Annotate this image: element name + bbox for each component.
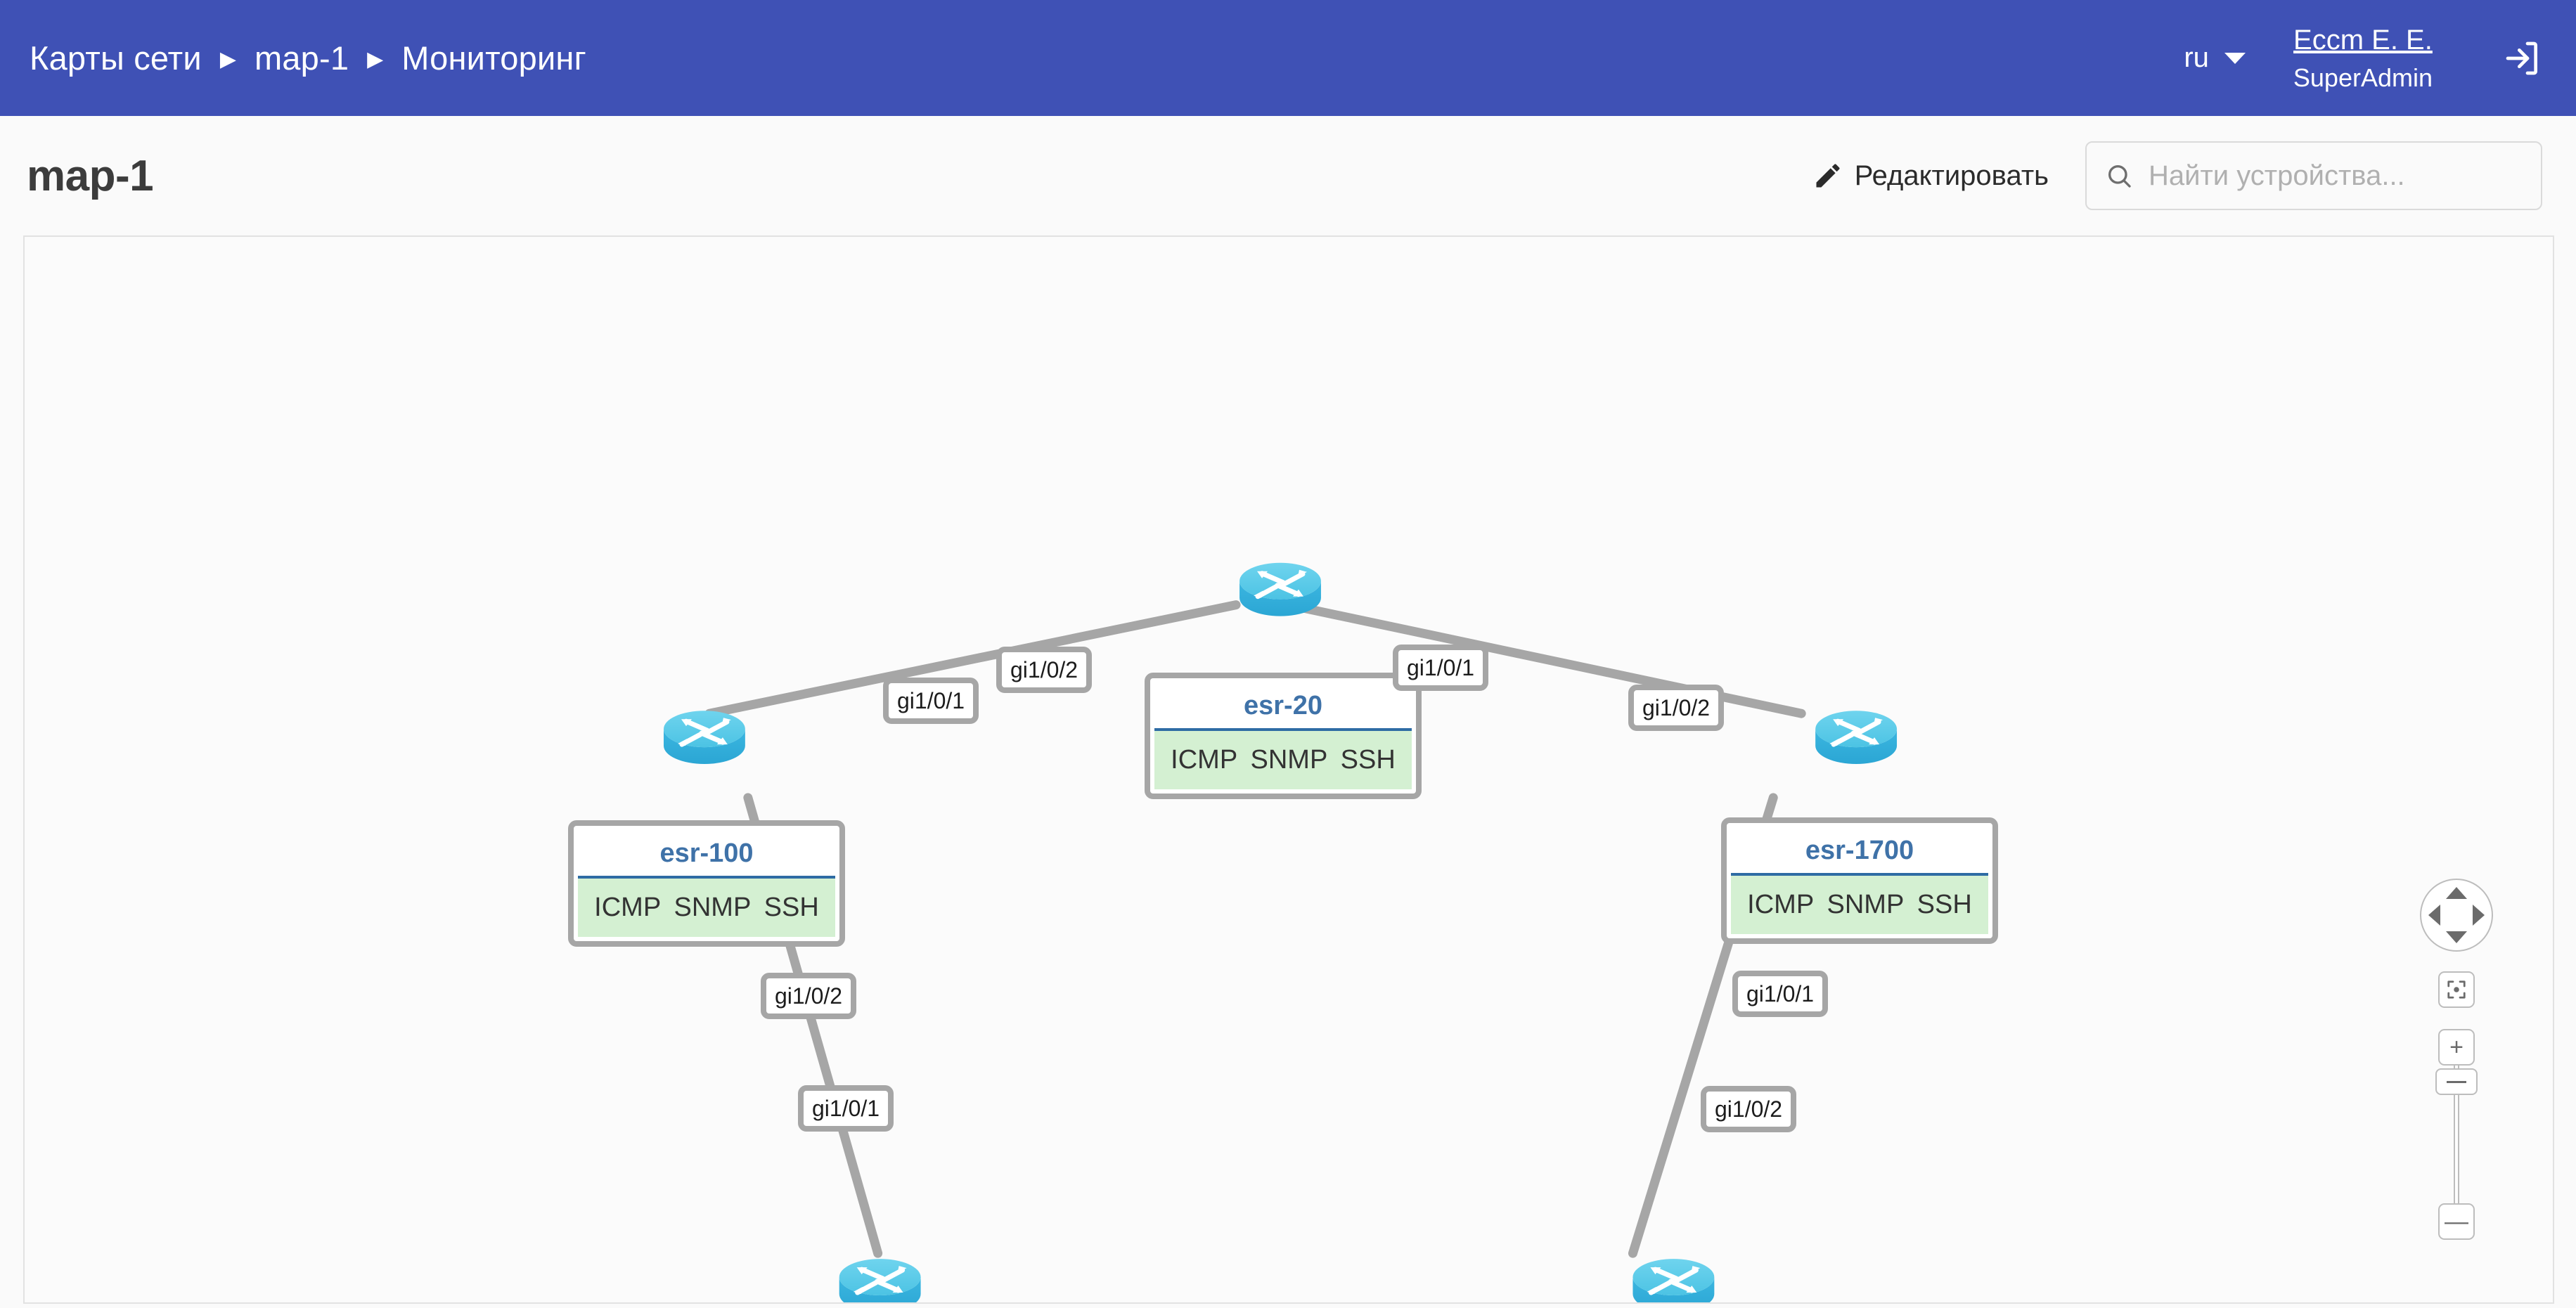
user-menu[interactable]: Eccm E. E. SuperAdmin (2293, 22, 2433, 93)
zoom-out-button[interactable]: — (2438, 1203, 2475, 1240)
pan-right-arrow-icon[interactable] (2473, 905, 2485, 926)
node-services: ICMP SNMP SSH (1731, 876, 1988, 934)
toolbar-actions: Редактировать (1808, 141, 2542, 210)
node-name: esr-20 (1154, 682, 1412, 731)
edit-button[interactable]: Редактировать (1808, 153, 2053, 199)
service-ssh: SSH (764, 893, 819, 922)
breadcrumb-item-map-1[interactable]: map-1 (254, 39, 349, 77)
search-box[interactable] (2085, 141, 2542, 210)
zoom-slider-handle[interactable] (2435, 1068, 2478, 1095)
pencil-icon (1816, 164, 1840, 188)
pan-left-arrow-icon[interactable] (2428, 905, 2440, 926)
zoom-slider-group: + — (2435, 1029, 2478, 1240)
fit-to-screen-button[interactable] (2438, 971, 2475, 1008)
fit-to-screen-icon (2447, 980, 2466, 999)
link-esr100-esr20 (704, 600, 1241, 718)
chevron-right-icon: ▶ (367, 47, 384, 71)
link-label-interface[interactable]: gi1/0/1 (798, 1085, 894, 1132)
link-label-interface[interactable]: gi1/0/1 (883, 678, 979, 724)
service-snmp: SNMP (1250, 745, 1328, 775)
link-label-interface[interactable]: gi1/0/2 (1701, 1086, 1797, 1132)
node-card-esr-1700[interactable]: esr-1700 ICMP SNMP SSH (1721, 817, 1998, 944)
node-card-esr-20[interactable]: esr-20 ICMP SNMP SSH (1145, 673, 1422, 799)
node-services: ICMP SNMP SSH (578, 879, 835, 937)
node-services: ICMP SNMP SSH (1154, 731, 1412, 789)
service-ssh: SSH (1917, 890, 1972, 919)
node-name: esr-1700 (1731, 827, 1988, 876)
pan-control[interactable] (2420, 879, 2493, 952)
service-snmp: SNMP (1827, 890, 1905, 919)
service-icmp: ICMP (1747, 890, 1815, 919)
link-label-interface[interactable]: gi1/0/1 (1732, 971, 1829, 1017)
breadcrumb: Карты сети ▶ map-1 ▶ Мониторинг (27, 39, 589, 77)
link-label-interface[interactable]: gi1/0/1 (1393, 645, 1489, 691)
service-icmp: ICMP (594, 893, 662, 922)
app-header: Карты сети ▶ map-1 ▶ Мониторинг ru Eccm … (0, 0, 2576, 116)
page-toolbar: map-1 Редактировать (0, 116, 2576, 235)
router-icon[interactable] (664, 711, 745, 764)
header-right-group: ru Eccm E. E. SuperAdmin (2184, 22, 2542, 93)
node-name: esr-100 (578, 830, 835, 879)
user-role: SuperAdmin (2293, 63, 2433, 92)
page-title: map-1 (27, 151, 154, 200)
chevron-down-icon (2224, 52, 2246, 64)
pan-up-arrow-icon[interactable] (2446, 887, 2467, 899)
logout-button[interactable] (2503, 39, 2542, 78)
link-label-interface[interactable]: gi1/0/2 (761, 973, 857, 1019)
link-label-interface[interactable]: gi1/0/2 (1628, 685, 1725, 731)
router-icon[interactable] (1815, 711, 1897, 764)
edit-button-label: Редактировать (1854, 160, 2049, 191)
breadcrumb-item-monitoring[interactable]: Мониторинг (401, 39, 586, 77)
language-value: ru (2184, 42, 2209, 73)
user-name[interactable]: Eccm E. E. (2293, 25, 2433, 56)
zoom-in-button[interactable]: + (2438, 1029, 2475, 1066)
service-snmp: SNMP (674, 893, 752, 922)
language-selector[interactable]: ru (2184, 42, 2246, 74)
pan-down-arrow-icon[interactable] (2446, 931, 2467, 943)
service-ssh: SSH (1340, 745, 1396, 775)
link-label-interface[interactable]: gi1/0/2 (996, 647, 1093, 693)
map-controls: + — (2414, 879, 2499, 1240)
node-card-esr-100[interactable]: esr-100 ICMP SNMP SSH (568, 820, 845, 947)
router-icon[interactable] (1239, 563, 1321, 616)
network-map-canvas[interactable]: esr-20 ICMP SNMP SSH esr-100 ICMP SNMP S… (23, 235, 2554, 1304)
search-input[interactable] (2149, 160, 2523, 192)
breadcrumb-item-network-maps[interactable]: Карты сети (30, 39, 202, 77)
logout-icon (2506, 41, 2537, 75)
zoom-slider-track[interactable] (2454, 1066, 2459, 1203)
chevron-right-icon: ▶ (219, 47, 236, 71)
service-icmp: ICMP (1171, 745, 1238, 775)
router-icon[interactable] (839, 1259, 921, 1302)
router-icon[interactable] (1632, 1259, 1714, 1302)
search-icon (2108, 165, 2131, 188)
